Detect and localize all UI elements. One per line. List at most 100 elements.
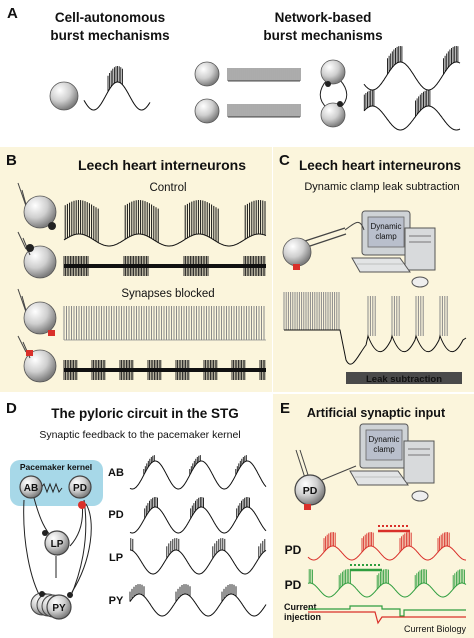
electrode: [295, 449, 306, 479]
blocked-synapse-marker: [293, 264, 300, 270]
electrode: [321, 465, 357, 481]
network-burst-trace-top: [363, 46, 461, 91]
monitor-label-2: clamp: [373, 445, 395, 454]
electrode: [304, 227, 346, 242]
panel-a-letter: A: [7, 5, 18, 22]
journal-credit: Current Biology: [404, 624, 467, 634]
pd-trace: [129, 497, 267, 534]
electrode: [299, 449, 310, 479]
heart-interneuron-bottom: [23, 245, 57, 279]
blocked-synapse-marker: [304, 504, 311, 510]
electrode: [17, 288, 27, 313]
panel-e-letter: E: [280, 400, 290, 417]
electrode: [17, 231, 27, 250]
network-burst-trace-bottom: [363, 90, 461, 131]
tonic-spiking-trace-bottom: [227, 104, 301, 118]
blocked-synapse-marker: [48, 330, 55, 336]
monitor-label-1: Dynamic: [370, 222, 401, 231]
panel-b: B Leech heart interneurons Control Synap…: [0, 147, 272, 392]
monitor-label-2: clamp: [375, 232, 397, 241]
panel-c-subtitle: Dynamic clamp leak subtraction: [304, 181, 459, 193]
heart-interneuron-bottom-blocked: [23, 349, 57, 383]
coupled-neuron-bottom: [320, 102, 346, 128]
synapse-dot: [48, 222, 56, 230]
ab-trace: [129, 455, 267, 490]
panel-c: C Leech heart interneurons Dynamic clamp…: [273, 147, 474, 392]
node-label-ab: AB: [24, 483, 38, 494]
control-burst-trace: [63, 200, 267, 247]
panel-a: A Cell-autonomous burst mechanisms Netwo…: [0, 0, 474, 147]
blocked-bar-trace: [63, 360, 266, 380]
leak-subtraction-bar: [346, 372, 462, 384]
panel-e: E Artificial synaptic input Dynamic clam…: [273, 394, 474, 638]
panel-d: D The pyloric circuit in the STG Synapti…: [0, 394, 272, 638]
heart-interneuron-top: [23, 195, 57, 229]
current-injection-label-1: Current: [284, 602, 317, 612]
py-trace: [129, 584, 267, 617]
synapse-dot: [325, 81, 331, 87]
node-label-lp: LP: [51, 539, 64, 550]
panel-a-bg: [0, 0, 474, 147]
blocked-synapse-marker: [26, 350, 33, 356]
monitor-label-1: Dynamic: [368, 435, 399, 444]
autonomous-burst-trace: [83, 66, 151, 111]
panel-b-letter: B: [6, 152, 17, 169]
circuit-node-ab: [19, 475, 43, 499]
current-injection-trace: [308, 605, 466, 625]
single-neuron: [49, 81, 79, 111]
cell-autonomous-title-1: Cell-autonomous: [55, 10, 165, 25]
uncoupled-neuron-top: [194, 61, 220, 87]
pd-trace-red: [307, 532, 466, 561]
trace-label-py: PY: [109, 595, 124, 607]
pd-neuron-label: PD: [303, 485, 318, 497]
electrode-cable: [344, 222, 365, 231]
node-label-pd: PD: [73, 483, 87, 494]
panel-c-title: Leech heart interneurons: [299, 158, 461, 173]
synapses-blocked-label: Synapses blocked: [121, 288, 214, 300]
feedback-synapse: [78, 501, 86, 509]
current-injection-label-2: injection: [284, 612, 321, 622]
circuit-node-py: [46, 594, 72, 620]
electrode: [17, 335, 27, 353]
uncoupled-neuron-bottom: [194, 98, 220, 124]
synapse-dot: [39, 591, 45, 597]
tonic-spiking-trace-top: [227, 68, 301, 82]
panel-d-letter: D: [6, 400, 17, 417]
electrode: [306, 233, 347, 248]
electrical-coupling-resistor: [40, 482, 63, 494]
synapse-dot: [26, 244, 34, 252]
blocked-tonic-trace: [63, 306, 266, 341]
leak-subtraction-label: Leak subtraction: [366, 374, 442, 385]
trace-label-ab: AB: [108, 467, 124, 479]
lp-trace: [130, 538, 267, 575]
leak-subtraction-trace: [283, 292, 467, 365]
node-label-py: PY: [52, 603, 66, 614]
computer-icon: [351, 210, 436, 288]
panel-b-title: Leech heart interneurons: [78, 157, 246, 173]
pd-trace-green: [307, 569, 467, 598]
electrode: [17, 182, 27, 207]
trace-label-pd-1: PD: [285, 543, 302, 557]
circuit-node-pd: [68, 475, 92, 499]
heart-interneuron-top-blocked: [23, 301, 57, 335]
synapse-dot: [337, 101, 343, 107]
panel-e-title: Artificial synaptic input: [307, 406, 446, 420]
control-label: Control: [149, 182, 186, 194]
control-bar-trace: [63, 256, 266, 276]
pacemaker-kernel-label: Pacemaker kernel: [20, 462, 92, 472]
network-based-title-2: burst mechanisms: [263, 28, 382, 43]
trace-label-pd: PD: [108, 509, 123, 521]
computer-icon: [349, 423, 435, 502]
synapse-dot: [67, 592, 73, 598]
network-based-title-1: Network-based: [275, 10, 372, 25]
panel-d-subtitle: Synaptic feedback to the pacemaker kerne…: [39, 429, 240, 441]
circuit-node-lp: [44, 530, 70, 556]
coupled-neuron-top: [320, 59, 346, 85]
trace-label-lp: LP: [109, 552, 123, 564]
panel-c-letter: C: [279, 152, 290, 169]
clamped-neuron: [282, 237, 312, 267]
synapse-dot: [42, 530, 48, 536]
trace-label-pd-2: PD: [285, 578, 302, 592]
panel-d-title: The pyloric circuit in the STG: [51, 406, 239, 421]
